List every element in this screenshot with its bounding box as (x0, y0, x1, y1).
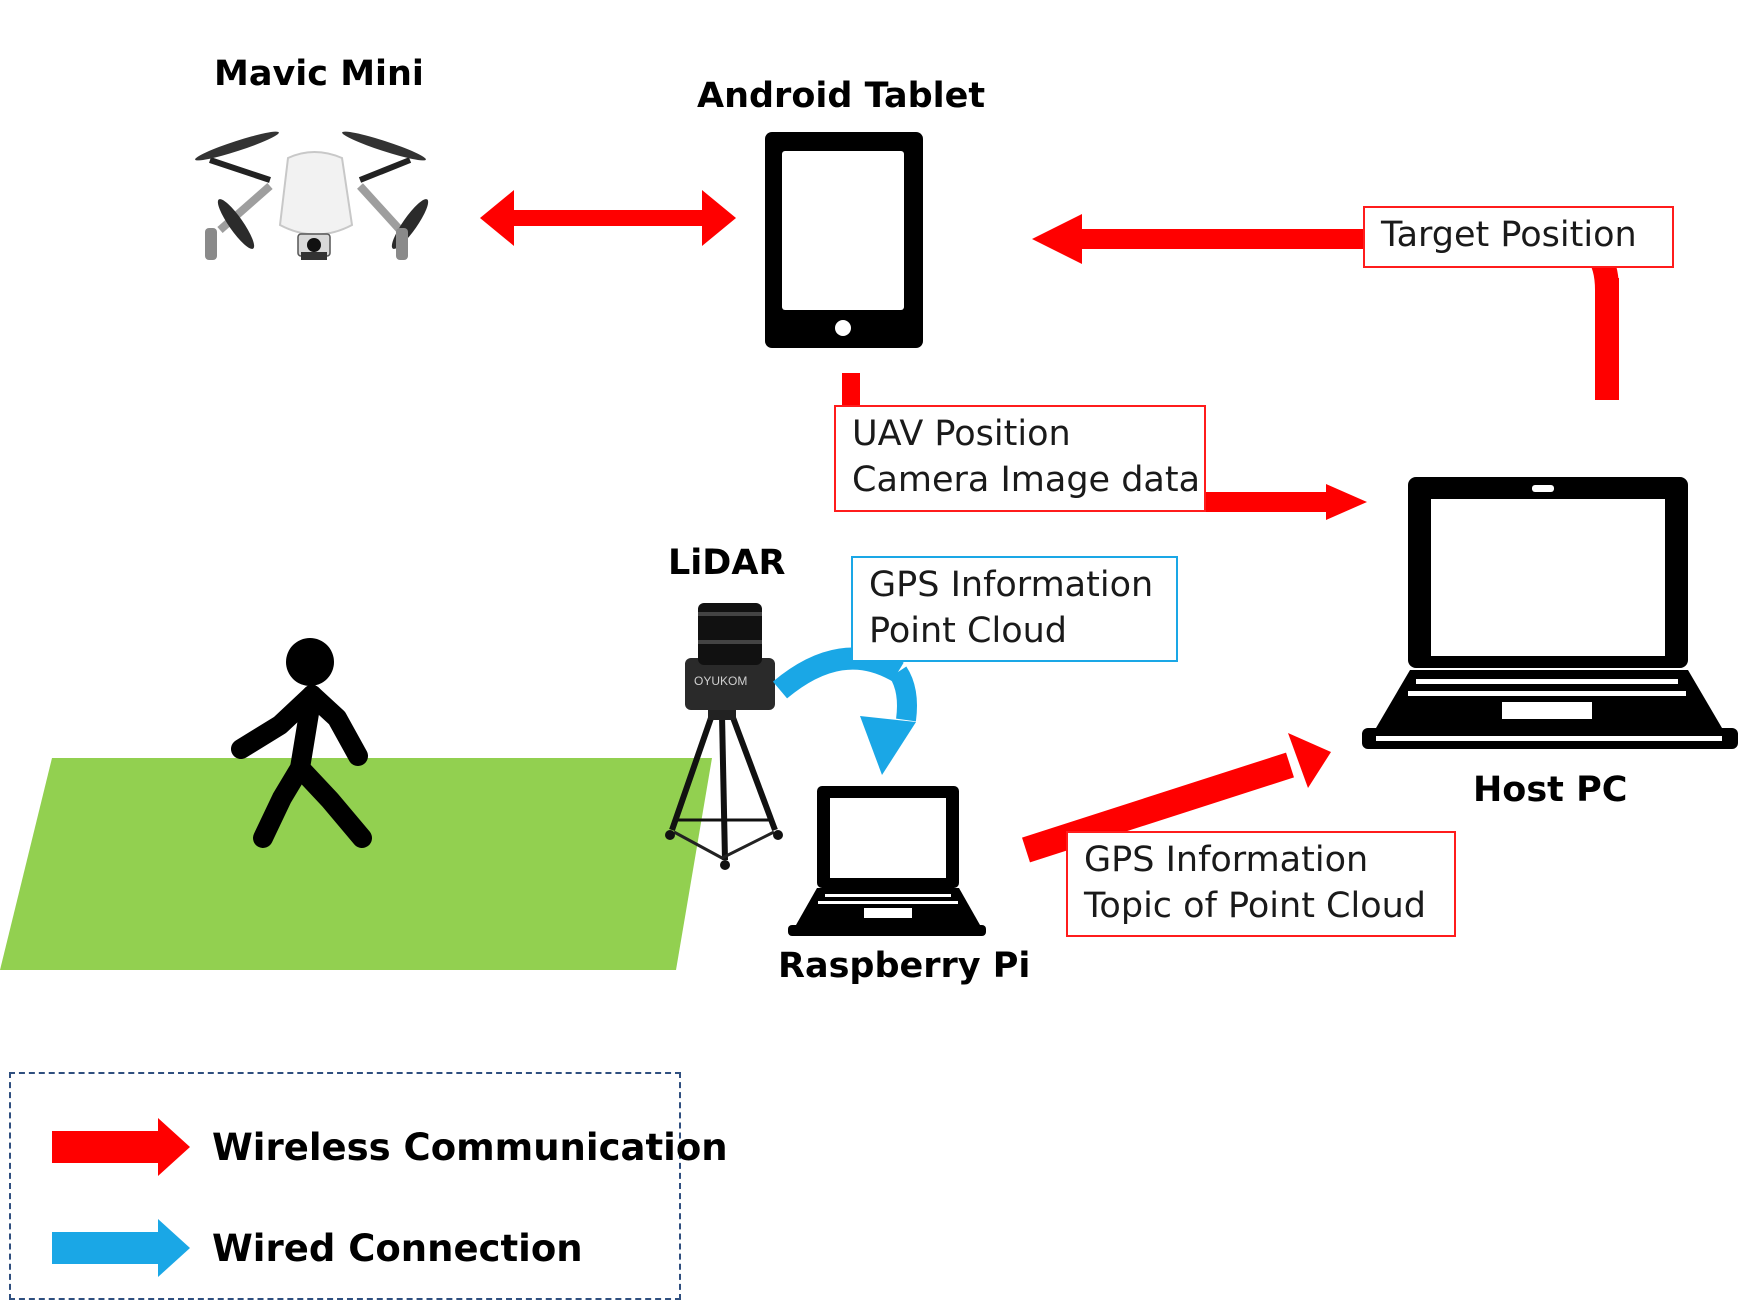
raspberry-pi-label: Raspberry Pi (778, 946, 1031, 986)
camera-image-text: Camera Image data (852, 460, 1201, 500)
lidar-label: LiDAR (668, 543, 786, 583)
legend-wired-arrow-icon (52, 1219, 190, 1277)
wireless-gps-text: GPS Information (1084, 840, 1369, 880)
legend-wireless-label: Wireless Communication (212, 1126, 728, 1169)
wired-gps-text: GPS Information (869, 565, 1154, 605)
target-position-box: Target Position (1363, 206, 1674, 268)
wired-data-box: GPS Information Point Cloud (851, 556, 1178, 662)
ground-area (0, 758, 712, 970)
person-icon (231, 638, 372, 848)
uav-position-text: UAV Position (852, 414, 1071, 454)
wired-point-cloud-text: Point Cloud (869, 611, 1068, 651)
arrow-lidar-to-raspberry (772, 647, 917, 775)
arrow-drone-tablet (480, 190, 736, 246)
drone-icon (195, 131, 429, 260)
tablet-label: Android Tablet (697, 76, 986, 116)
target-position-text: Target Position (1381, 215, 1637, 255)
raspberry-pi-icon (788, 786, 986, 936)
uav-position-box: UAV Position Camera Image data (834, 405, 1206, 512)
wireless-topic-text: Topic of Point Cloud (1084, 886, 1427, 926)
legend-wired-label: Wired Connection (212, 1227, 583, 1270)
wireless-data-box: GPS Information Topic of Point Cloud (1066, 831, 1456, 937)
legend (9, 1072, 681, 1300)
lidar-icon: OYUKOM (665, 603, 783, 870)
legend-wireless-arrow-icon (52, 1118, 190, 1176)
drone-label: Mavic Mini (214, 54, 424, 94)
host-pc-icon (1362, 477, 1738, 749)
host-pc-label: Host PC (1473, 770, 1628, 810)
tablet-icon (765, 132, 923, 348)
lidar-device-text: OYUKOM (694, 674, 747, 688)
